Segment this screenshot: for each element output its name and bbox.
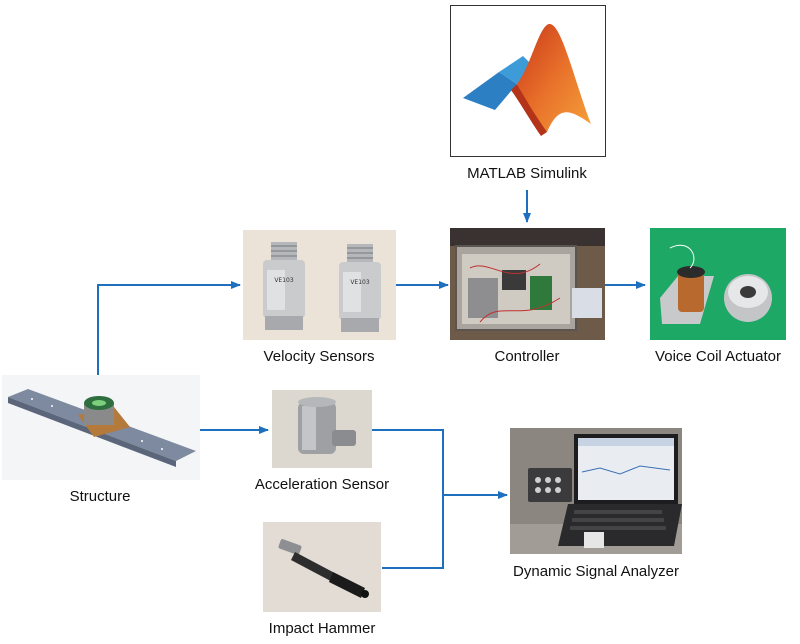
velocity-sensor-photo: VE103 VE103 bbox=[243, 230, 396, 340]
node-impact-hammer bbox=[263, 522, 381, 612]
label-acceleration-sensor: Acceleration Sensor bbox=[254, 476, 390, 493]
matlab-logo-icon bbox=[463, 23, 591, 136]
wire-impact-hammer-to-junction bbox=[382, 495, 444, 569]
node-matlab-simulink bbox=[450, 5, 606, 157]
label-dynamic-signal-analyzer: Dynamic Signal Analyzer bbox=[513, 563, 679, 580]
svg-text:VE103: VE103 bbox=[350, 279, 370, 286]
impact-hammer-photo bbox=[263, 522, 381, 612]
label-voice-coil-actuator: Voice Coil Actuator bbox=[655, 348, 781, 365]
label-matlab-simulink: MATLAB Simulink bbox=[467, 165, 587, 182]
node-controller bbox=[450, 228, 605, 340]
accelerometer-photo bbox=[272, 390, 372, 468]
svg-text:VE103: VE103 bbox=[274, 277, 294, 284]
laptop-analyzer-photo bbox=[510, 428, 682, 554]
voice-coil-actuator-photo bbox=[650, 228, 786, 340]
label-controller: Controller bbox=[494, 348, 560, 365]
structure-model-image bbox=[2, 375, 200, 480]
arrow-structure-to-velocity-sensors bbox=[97, 281, 241, 375]
label-structure: Structure bbox=[69, 488, 131, 505]
node-dynamic-signal-analyzer bbox=[510, 428, 682, 554]
node-structure bbox=[2, 375, 200, 480]
node-voice-coil-actuator bbox=[650, 228, 786, 340]
label-impact-hammer: Impact Hammer bbox=[268, 620, 376, 637]
node-acceleration-sensor bbox=[272, 390, 372, 468]
controller-board-photo bbox=[450, 228, 605, 340]
label-velocity-sensors: Velocity Sensors bbox=[263, 348, 375, 365]
wire-acceleration-sensor-to-junction bbox=[372, 429, 444, 495]
node-velocity-sensors: VE103 VE103 bbox=[243, 230, 396, 340]
